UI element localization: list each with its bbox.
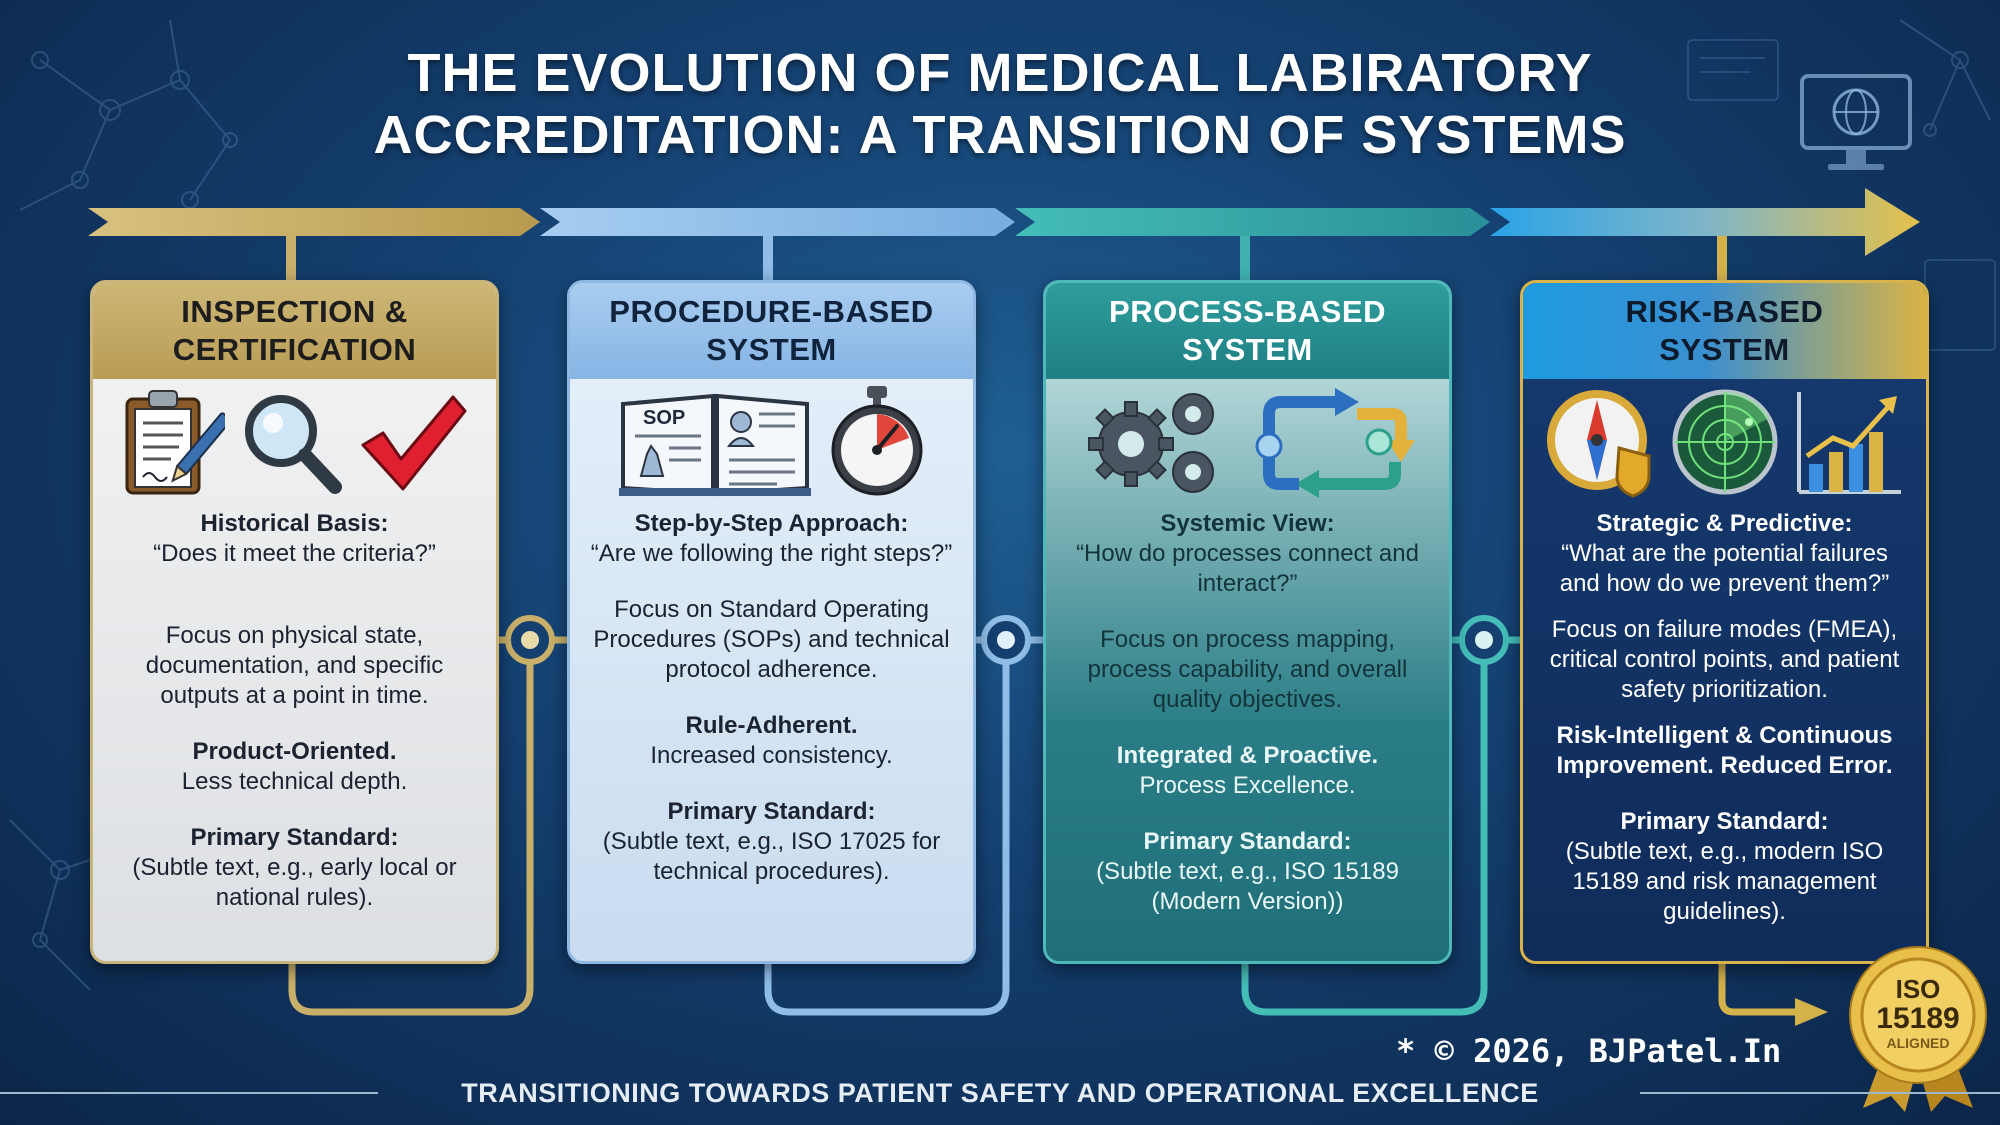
checkmark-icon (361, 395, 466, 491)
magnifier-icon (244, 395, 342, 494)
standard-text: (Subtle text, e.g., ISO 15189 (Modern Ve… (1096, 858, 1399, 915)
section-title: Systemic View: (1160, 510, 1335, 537)
stage-card-risk: RISK-BASED SYSTEM (1520, 280, 1929, 964)
standard-text: (Subtle text, e.g., early local or natio… (132, 854, 457, 911)
stage-icons (109, 379, 480, 505)
orientation-text: Increased consistency. (650, 742, 893, 769)
section-title: Step-by-Step Approach: (634, 510, 909, 537)
monitor-globe-icon (1800, 74, 1912, 170)
stage-icons: SOP (586, 379, 957, 505)
stage-card-procedure: PROCEDURE-BASED SYSTEM SOP (567, 280, 976, 964)
focus-text: Focus on Standard Operating Procedures (… (593, 596, 950, 683)
footer-divider-left (0, 1092, 378, 1094)
heading-line-1: PROCEDURE-BASED (609, 294, 934, 329)
orientation-text: Less technical depth. (181, 768, 408, 795)
focus-text: Focus on failure modes (FMEA), critical … (1549, 616, 1900, 703)
orientation-text: Process Excellence. (1139, 772, 1356, 799)
stage-heading: PROCEDURE-BASED SYSTEM (570, 283, 973, 379)
focus-text: Focus on physical state, documentation, … (145, 622, 444, 709)
orientation-bold: Rule-Adherent. (685, 712, 858, 739)
sop-book-icon: SOP (618, 393, 811, 497)
standard-text: (Subtle text, e.g., ISO 17025 for techni… (602, 828, 941, 885)
heading-line-1: PROCESS-BASED (1109, 294, 1386, 329)
seal-line-1: ISO (1896, 974, 1941, 1004)
title-line-1: THE EVOLUTION OF MEDICAL LABIRATORY (407, 43, 1593, 103)
orientation-bold: Integrated & Proactive. (1116, 742, 1379, 769)
orientation-bold: Product-Oriented. (192, 738, 397, 765)
heading-line-2: CERTIFICATION (172, 332, 417, 367)
stage-heading: INSPECTION & CERTIFICATION (93, 283, 496, 379)
stage-card-inspection: INSPECTION & CERTIFICATION Historical Ba… (90, 280, 499, 964)
standard-label: Primary Standard: (1143, 828, 1352, 855)
cycle-arrows-icon (1255, 388, 1415, 498)
heading-line-1: RISK-BASED (1625, 294, 1824, 329)
stage-card-process: PROCESS-BASED SYSTEM (1043, 280, 1452, 964)
guiding-question: “Does it meet the criteria?” (153, 540, 436, 567)
stage-icons (1062, 379, 1433, 505)
growth-chart-icon (1796, 392, 1901, 494)
guiding-question: “What are the potential failures and how… (1559, 540, 1890, 597)
stage-icons (1539, 379, 1910, 505)
heading-line-2: SYSTEM (1659, 332, 1790, 367)
footer-tagline: TRANSITIONING TOWARDS PATIENT SAFETY AND… (461, 1078, 1539, 1108)
page-title: THE EVOLUTION OF MEDICAL LABIRATORY ACCR… (250, 42, 1750, 166)
stage-heading: PROCESS-BASED SYSTEM (1046, 283, 1449, 379)
radar-icon (1672, 389, 1777, 495)
seal-line-3: ALIGNED (1887, 1035, 1950, 1051)
sop-label: SOP (643, 407, 685, 429)
seal-line-2: 15189 (1876, 1002, 1959, 1035)
section-title: Strategic & Predictive: (1596, 510, 1853, 537)
orientation-bold: Risk-Intelligent & Continuous Improvemen… (1556, 722, 1893, 779)
clipboard-icon (125, 390, 225, 495)
iso-seal-badge: ISO 15189 ALIGNED (1849, 946, 1987, 1112)
section-title: Historical Basis: (200, 510, 389, 537)
stopwatch-icon (831, 386, 922, 496)
title-line-2: ACCREDITATION: A TRANSITION OF SYSTEMS (373, 105, 1627, 165)
standard-label: Primary Standard: (667, 798, 876, 825)
standard-label: Primary Standard: (1620, 808, 1829, 835)
gears-icon (1087, 393, 1214, 493)
guiding-question: “How do processes connect and interact?” (1076, 540, 1419, 597)
heading-line-2: SYSTEM (1182, 332, 1313, 367)
footer-divider-right (1640, 1092, 2000, 1094)
heading-line-2: SYSTEM (706, 332, 837, 367)
focus-text: Focus on process mapping, process capabi… (1087, 626, 1408, 713)
standard-label: Primary Standard: (190, 824, 399, 851)
standard-text: (Subtle text, e.g., modern ISO 15189 and… (1565, 838, 1884, 925)
stage-heading: RISK-BASED SYSTEM (1523, 283, 1926, 379)
copyright-notice: * © 2026, BJPatel.In (1396, 1032, 1782, 1070)
heading-line-1: INSPECTION & (181, 294, 408, 329)
guiding-question: “Are we following the right steps?” (590, 540, 953, 567)
compass-shield-icon (1546, 390, 1650, 498)
